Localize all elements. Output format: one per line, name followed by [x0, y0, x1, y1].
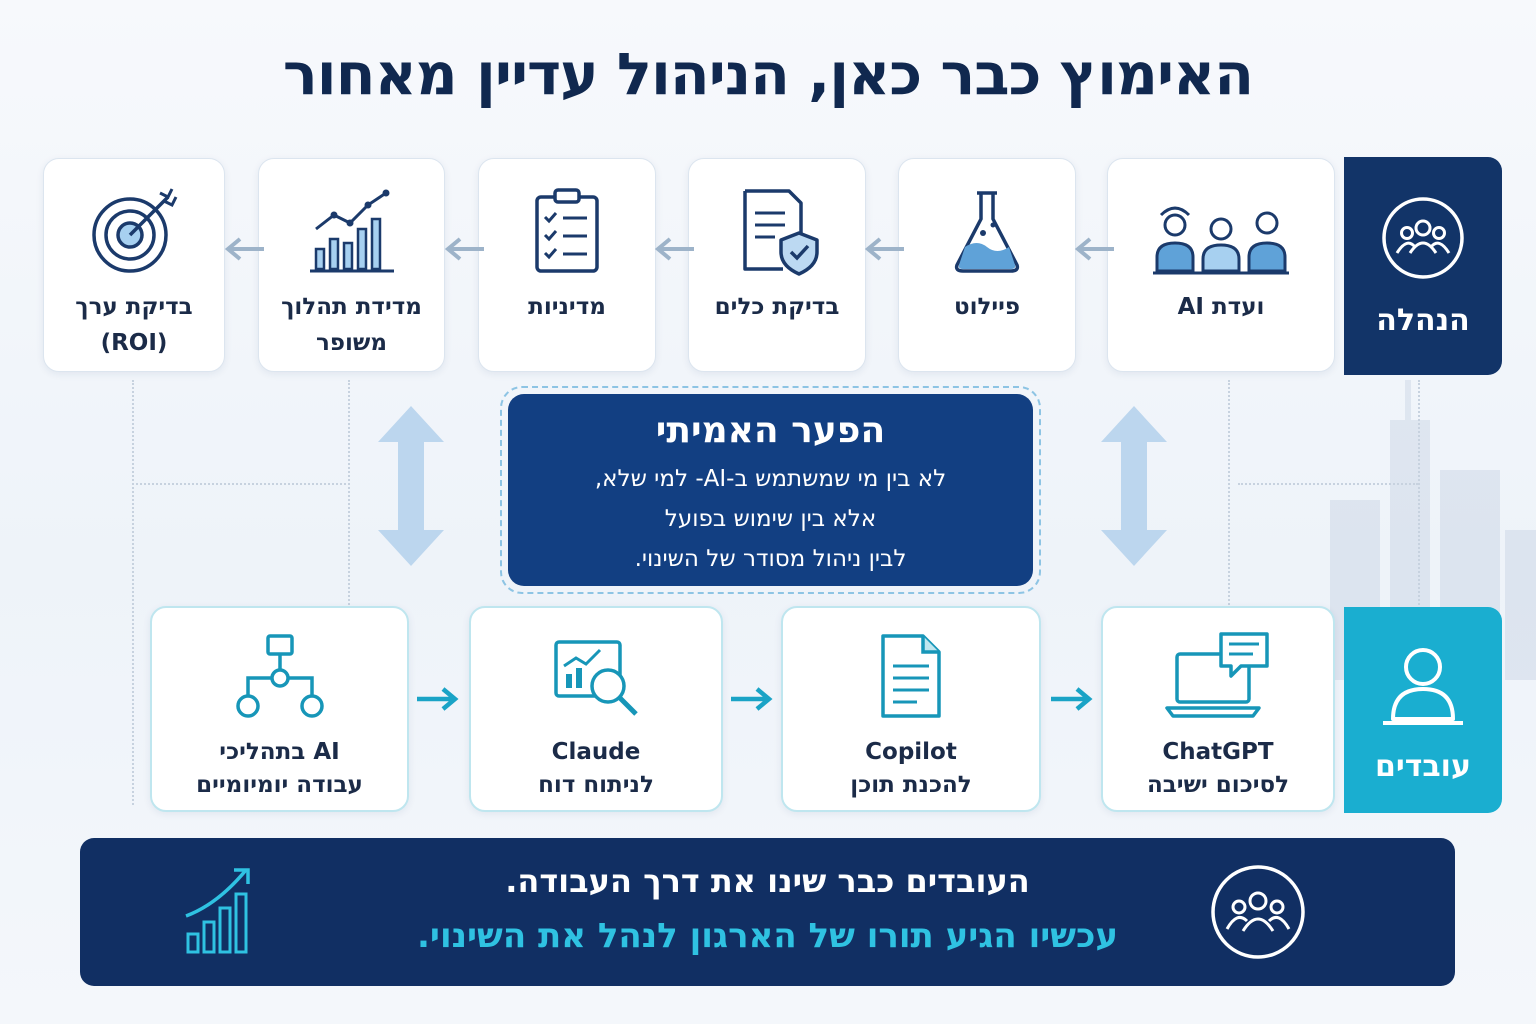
real-gap-panel: הפער האמיתי לא בין מי שמשתמש ב-AI- למי ש…: [508, 394, 1033, 586]
step-label: ChatGPT לסיכום ישיבה: [1146, 739, 1290, 798]
step-pilot: פיילוט: [898, 158, 1076, 372]
user-icon: [1383, 647, 1463, 725]
step-copilot: Copilot להכנת תוכן: [781, 606, 1041, 812]
rising-chart-icon: [185, 868, 250, 954]
gap-line: אלא בין שימוש בפועל: [664, 506, 877, 532]
step-label: ועדת AI: [1177, 294, 1265, 320]
banner-line-2: עכשיו הגיע תורו של הארגון לנהל את השינוי…: [417, 916, 1118, 956]
double-arrow-icon: [378, 406, 444, 566]
gap-title: הפער האמיתי: [655, 410, 886, 451]
step-label: מדיניות: [528, 294, 606, 320]
real-gap-box: הפער האמיתי לא בין מי שמשתמש ב-AI- למי ש…: [500, 386, 1041, 594]
guide-line: [1238, 483, 1418, 485]
guide-line: [1418, 380, 1420, 605]
role-management: הנהלה: [1344, 157, 1502, 375]
role-label: הנהלה: [1376, 302, 1470, 338]
checklist-icon: [535, 188, 599, 273]
laptop-chat-icon: [1165, 632, 1269, 718]
step-label: פיילוט: [953, 294, 1021, 320]
arrow-left-icon: [224, 237, 264, 261]
step-policy: מדיניות: [478, 158, 656, 372]
banner-line-1: העובדים כבר שינו את דרך העבודה.: [505, 862, 1030, 900]
guide-line: [132, 380, 134, 805]
step-claude: Claude לניתוח דוח: [469, 606, 723, 812]
document-icon: [881, 634, 941, 718]
document-shield-icon: [743, 189, 819, 276]
gap-line: לבין ניהול מסודר של השינוי.: [634, 546, 907, 572]
step-label: מדידת תהלוך משופר: [281, 294, 422, 356]
team-circle-icon: [1211, 865, 1305, 959]
guide-line: [136, 483, 350, 485]
arrow-right-icon: [417, 687, 459, 711]
step-label: בדיקת כלים: [714, 294, 840, 320]
committee-icon: [1153, 206, 1289, 275]
step-label: AI בתהליכי עבודה יומיומיים: [196, 739, 363, 798]
target-icon: [92, 188, 178, 273]
step-ai-workflows: AI בתהליכי עבודה יומיומיים: [150, 606, 409, 812]
double-arrow-icon: [1101, 406, 1167, 566]
step-label: בדיקת ערך (ROI): [75, 294, 193, 356]
arrow-left-icon: [654, 237, 694, 261]
flowchart-icon: [235, 634, 324, 718]
arrow-left-icon: [444, 237, 484, 261]
conclusion-banner: העובדים כבר שינו את דרך העבודה. עכשיו הג…: [80, 838, 1455, 986]
arrow-left-icon: [1074, 237, 1114, 261]
arrow-right-icon: [731, 687, 773, 711]
step-label: Copilot להכנת תוכן: [850, 739, 972, 798]
skyline-decoration: [1330, 380, 1536, 680]
chart-magnifier-icon: [554, 640, 638, 716]
step-value-check: בדיקת ערך (ROI): [43, 158, 225, 372]
growth-chart-icon: [309, 189, 394, 273]
guide-line: [348, 380, 350, 605]
step-tool-check: בדיקת כלים: [688, 158, 866, 372]
step-ai-committee: ועדת AI: [1107, 158, 1335, 372]
role-employees: עובדים: [1344, 607, 1502, 813]
arrow-left-icon: [864, 237, 904, 261]
arrow-right-icon: [1051, 687, 1093, 711]
team-icon: [1382, 196, 1464, 279]
flask-icon: [954, 191, 1020, 273]
step-label: Claude לניתוח דוח: [538, 739, 654, 798]
gap-line: לא בין מי שמשתמש ב-AI- למי שלא,: [594, 466, 947, 492]
guide-line: [1228, 380, 1230, 605]
step-chatgpt: ChatGPT לסיכום ישיבה: [1101, 606, 1335, 812]
role-label: עובדים: [1375, 748, 1471, 784]
step-improved-measurement: מדידת תהלוך משופר: [258, 158, 445, 372]
page-title: האימוץ כבר כאן, הניהול עדיין מאחור: [282, 40, 1254, 108]
